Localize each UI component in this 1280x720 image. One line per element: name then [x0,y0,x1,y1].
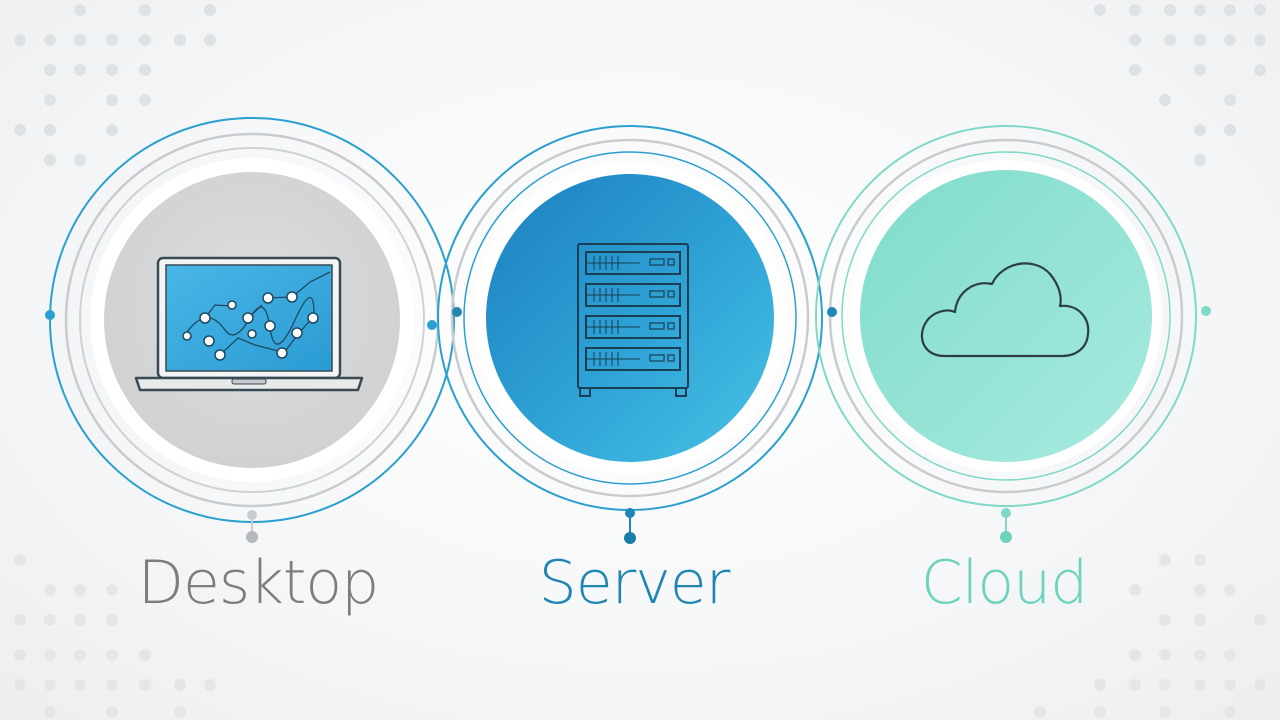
server-connector-dot-left-2 [427,320,437,330]
decorative-dots-top-left [14,4,216,166]
server-connector-dot-bottom [625,508,635,518]
decorative-dots-bottom-left [14,554,216,718]
laptop-icon [134,256,364,392]
server-connector-dot-left [452,307,462,317]
desktop-inner-ring [79,147,425,493]
cloud-connector-dot-bottom-2 [1000,531,1012,543]
server-disc [486,174,774,462]
decorative-dots-top-right [1094,4,1266,166]
cloud-connector-dot-right [1201,306,1211,316]
server-connector-dot-bottom-2 [624,532,636,544]
server-rack-icon [577,243,689,397]
decorative-dots-bottom-right [1034,554,1266,718]
server-middle-ring [450,138,810,498]
desktop-node [45,117,455,543]
cloud-icon [920,262,1090,358]
desktop-connector-dot-bottom-2 [246,531,258,543]
server-label: Server [538,548,731,618]
cloud-disc [860,170,1152,462]
cloud-connector-dot-bottom [1001,508,1011,518]
cloud-node [815,125,1211,543]
server-node [427,125,823,544]
cloud-connector-dot-left [827,307,837,317]
desktop-connector-dot-bottom [247,510,257,520]
cloud-label: Cloud [920,548,1088,618]
cloud-outer-ring [815,125,1197,507]
cloud-inner-ring [841,151,1171,481]
desktop-label: Desktop [137,548,379,618]
server-inner-ring [463,151,797,485]
desktop-connector-dot-left [45,310,55,320]
